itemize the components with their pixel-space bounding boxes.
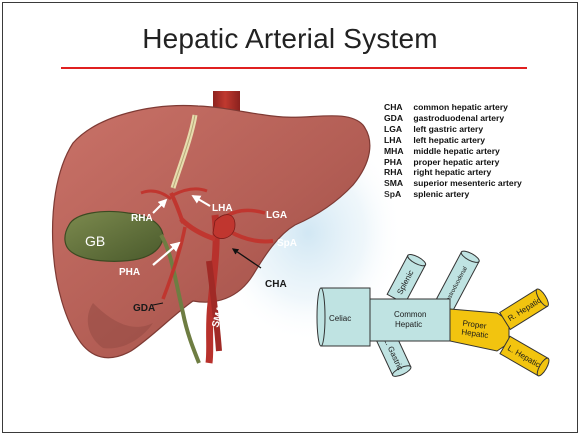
liver [51,104,371,359]
legend-abbr: PHA [384,156,403,167]
title-divider [61,67,527,69]
cha-arrow [231,248,262,269]
illustration-canvas: GB RHA LHA LGA SpA PHA CHA GDA SMA Splen… [51,91,550,377]
legend-row: PHA proper hepatic artery [384,157,522,168]
common-hepatic-label-1: Common [394,310,426,319]
legend-text: splenic artery [413,189,470,200]
rha-arrow [152,198,168,214]
proper-hepatic-vessel [169,192,185,224]
lha-label: LHA [212,203,233,214]
sma-vessel [206,260,222,352]
proper-hepatic-label-1: Proper [462,319,487,331]
legend-row: CHA common hepatic artery [384,102,522,113]
r-hepatic-branch: R. Hepatic [499,288,549,331]
legend-text: left gastric artery [413,123,484,134]
slide: Hepatic Arterial System CHA common hepat… [2,2,578,433]
gallbladder [64,210,164,262]
slide-title: Hepatic Arterial System [142,23,438,54]
spa-label: SpA [277,238,297,249]
legend-text: common hepatic artery [413,102,508,112]
legend-row: GDA gastroduodenal artery [384,113,522,124]
gda-label: GDA [133,303,155,314]
splenic-branch: Splenic [386,254,427,305]
pha-label: PHA [119,267,140,278]
rha-label: RHA [131,213,153,224]
legend-row: LGA left gastric artery [384,124,522,135]
pha-arrow [152,241,181,266]
legend-text: middle hepatic artery [413,145,500,156]
cha-label: CHA [265,279,287,290]
celiac-end [316,287,326,347]
gda-pointer [152,302,164,306]
legend-text: gastroduodenal artery [413,112,505,123]
bile-duct [159,233,201,364]
celiac-label: Celiac [329,314,351,323]
right-hepatic-vessel [140,189,172,201]
celiac-knot [212,214,236,239]
lha-arrow [191,195,211,207]
gda-vessel [161,226,187,300]
l-hepatic-branch: L. Hepatic [499,335,550,377]
left-hepatic-vessel [172,187,208,197]
abbreviation-legend: CHA common hepatic artery GDA gastroduod… [384,102,522,200]
proper-hepatic-label-2: Hepatic [461,327,489,340]
celiac-branch-diagram: Splenic Gastroduodenal L. Gastric Celiac… [316,250,550,377]
common-hepatic-box [369,298,451,342]
legend-text: left hepatic artery [413,134,486,145]
legend-abbr: RHA [384,167,403,178]
legend-row: LHA left hepatic artery [384,135,522,146]
gb-label: GB [85,233,105,249]
falciform-ligament-outline [172,114,196,189]
legend-row: SMA superior mesenteric artery [384,178,522,189]
common-hepatic-label-2: Hepatic [395,320,422,329]
legend-row: MHA middle hepatic artery [384,146,522,157]
legend-abbr: LGA [384,123,403,134]
legend-text: right hepatic artery [413,167,492,178]
legend-abbr: SMA [384,178,404,189]
legend-abbr: GDA [384,112,404,123]
legend-abbr: MHA [384,145,404,156]
liver-shade [87,303,153,349]
legend-abbr: LHA [384,134,402,145]
legend-text: proper hepatic artery [413,156,500,167]
legend-abbr: CHA [384,102,403,112]
legend-row: RHA right hepatic artery [384,167,522,178]
celiac-box [320,287,371,347]
lga-label: LGA [266,210,287,221]
legend-text: superior mesenteric artery [413,178,522,189]
